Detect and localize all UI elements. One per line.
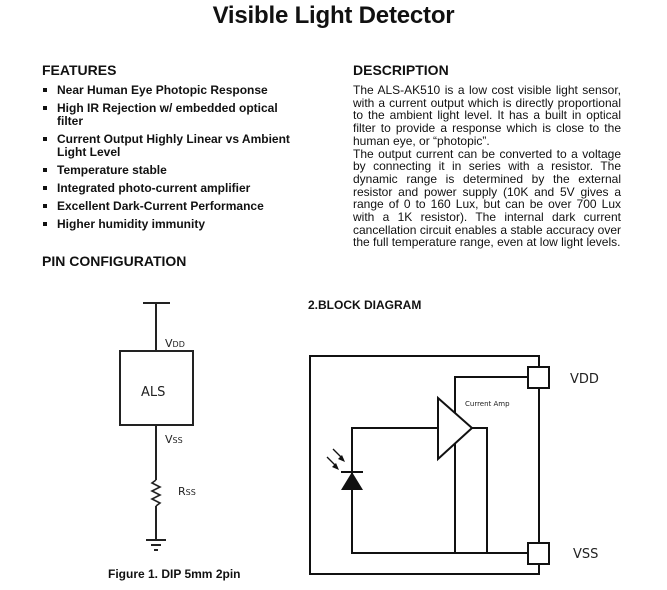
vss-pin-label: VSS — [573, 547, 598, 562]
feature-item: Integrated photo-current amplifier — [42, 182, 307, 195]
rss-label: RSS — [178, 485, 196, 498]
block-diagram — [309, 355, 550, 575]
feature-item: Higher humidity immunity — [42, 218, 307, 231]
feature-item: Near Human Eye Photopic Response — [42, 84, 307, 97]
rss-label-main: R — [178, 485, 186, 498]
amp-output-wire — [472, 427, 488, 553]
outer-boundary — [309, 355, 540, 575]
vss-label-sub: SS — [173, 436, 183, 445]
feature-item: Temperature stable — [42, 164, 307, 177]
chip-label: ALS — [141, 385, 165, 400]
vss-pin-icon — [527, 542, 550, 565]
vdd-label: VDD — [165, 337, 185, 350]
description-heading: DESCRIPTION — [353, 62, 449, 78]
features-list: Near Human Eye Photopic Response High IR… — [42, 84, 307, 236]
features-heading: FEATURES — [42, 62, 117, 78]
figure-caption: Figure 1. DIP 5mm 2pin — [108, 567, 241, 581]
current-amp-icon — [437, 395, 474, 462]
photodiode-icon — [326, 448, 363, 490]
als-chip-box — [119, 350, 194, 426]
feature-item: Excellent Dark-Current Performance — [42, 200, 307, 213]
vss-label-main: V — [165, 433, 173, 446]
vdd-label-sub: DD — [173, 340, 185, 349]
feature-item: Current Output Highly Linear vs Ambient … — [42, 133, 307, 159]
block-diagram-heading: 2.BLOCK DIAGRAM — [308, 298, 422, 312]
rss-label-sub: SS — [186, 488, 196, 497]
pin-config-heading: PIN CONFIGURATION — [42, 253, 187, 269]
description-paragraph: The ALS-AK510 is a low cost visible ligh… — [353, 83, 621, 148]
vdd-label-main: V — [165, 337, 173, 350]
page-title: Visible Light Detector — [212, 2, 455, 29]
vss-label: VSS — [165, 433, 183, 446]
resistor-icon — [150, 479, 162, 507]
description-paragraph: The output current can be converted to a… — [353, 146, 621, 250]
diode-wire — [351, 427, 528, 554]
feature-item: High IR Rejection w/ embedded optical fi… — [42, 102, 307, 128]
vdd-pin-label: VDD — [570, 372, 599, 387]
description-text: The ALS-AK510 is a low cost visible ligh… — [353, 84, 621, 249]
vdd-pin-icon — [527, 366, 550, 389]
current-amp-label: Current Amp — [465, 400, 510, 408]
pin-config-schematic — [119, 302, 194, 551]
amp-supply-wire — [454, 376, 528, 553]
